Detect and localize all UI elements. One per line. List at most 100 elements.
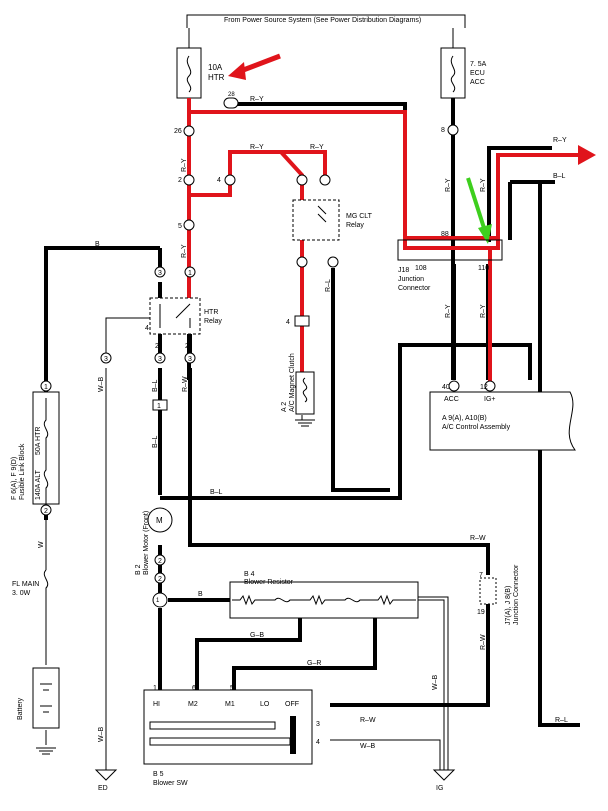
ground-ig-label: IG	[436, 785, 443, 792]
pin-2-label: 2	[178, 177, 182, 184]
pin-2c-label: 2	[185, 343, 189, 350]
power-source-label: From Power Source System (See Power Dist…	[224, 17, 421, 24]
wire-label: R–Y	[445, 178, 452, 192]
htr-relay-type: Relay	[204, 318, 222, 325]
wire-label: B–L	[152, 435, 159, 448]
blower-resistor: B 4 Blower Resistor	[229, 571, 419, 619]
resistor-id: B 4	[244, 571, 255, 578]
ground-ed-label: ED	[98, 785, 108, 792]
sw-m2-label: M2	[188, 701, 198, 708]
ecu-acc-fuse: 7. 5A ECU ACC	[440, 28, 487, 99]
fusible-link-50a: 50A HTR	[35, 427, 42, 455]
resistor-name: Blower Resistor	[244, 579, 294, 586]
sw-m1-label: M1	[225, 701, 235, 708]
j7-name: Junction Connector	[513, 564, 520, 625]
wire-label: R–W	[360, 717, 376, 724]
fl-main-label: FL MAIN	[12, 581, 39, 588]
wire-label: W–B	[360, 743, 376, 750]
j7-id: J7(A), J 8(B)	[505, 586, 512, 625]
black-wires	[44, 98, 580, 727]
pin-3c-label: 3	[188, 356, 192, 363]
connector-pins: 28 26 2 5 4 8 3 1 3 3 3 2 2 4 4 1 2 1	[40, 92, 489, 608]
blower-motor-id: B 2	[135, 564, 142, 575]
ac-control-assembly: 40 12 ACC IG+ A 9(A), A10(B) A/C Control…	[429, 380, 576, 451]
pin-4c-label: 4	[286, 319, 290, 326]
clutch-name: A/C Magnet Clutch	[289, 353, 296, 412]
blower-motor-name: Blower Motor (Front)	[143, 511, 150, 575]
wire-label: R–W	[480, 634, 487, 650]
red-arrow	[228, 53, 281, 80]
pin-2b-label: 2	[155, 343, 159, 350]
pin-2e-label: 2	[158, 576, 162, 583]
sw-off-label: OFF	[285, 701, 299, 708]
htr-fuse-rating: 10A	[208, 63, 223, 72]
pin-2f-label: 2	[158, 558, 162, 565]
wire-label: B–L	[553, 173, 566, 180]
battery-label: Battery	[17, 697, 24, 720]
pin-1e-label: 1	[156, 598, 160, 604]
pin-5b-label: 5	[230, 685, 234, 692]
mg-relay-name: MG CLT	[346, 213, 373, 220]
pin-4b-label: 4	[145, 325, 149, 332]
acc-pin-label: ACC	[444, 396, 459, 403]
wire-label: R–Y	[480, 178, 487, 192]
ac-magnet-clutch: A 2 A/C Magnet Clutch	[281, 353, 315, 427]
power-source-bracket: From Power Source System (See Power Dist…	[186, 14, 466, 28]
ac-control-name: A/C Control Assembly	[442, 424, 511, 431]
blower-motor: M B 2 Blower Motor (Front)	[135, 507, 173, 575]
fusible-link-140a: 140A ALT	[35, 469, 42, 500]
pin-8-label: 8	[441, 127, 445, 134]
htr-relay-name: HTR	[204, 309, 218, 316]
pin-2d-label: 2	[44, 508, 48, 515]
pin-88-label: 88	[441, 231, 449, 238]
wire-label: B–L	[210, 489, 223, 496]
ground-ig: IG	[432, 769, 456, 792]
wire-label: R–Y	[181, 244, 188, 258]
wire-label: B–L	[152, 379, 159, 392]
fl-main-rating: 3. 0W	[12, 590, 31, 597]
pin-5-label: 5	[178, 223, 182, 230]
fusible-link-id: F 6(A), F 9(D)	[11, 457, 18, 500]
j18-name: Junction	[398, 276, 424, 283]
thin-wires	[45, 317, 449, 770]
pin-1d-label: 1	[157, 403, 161, 410]
ground-ed: ED	[94, 769, 118, 792]
pin-7-label: 7	[479, 572, 483, 579]
wire-label: R–Y	[250, 144, 264, 151]
green-arrow	[466, 177, 492, 244]
pin-26-label: 26	[174, 128, 182, 135]
ac-control-id: A 9(A), A10(B)	[442, 415, 487, 422]
pin-6-label: 6	[192, 685, 196, 692]
junction-connector-j18: J18 Junction Connector	[397, 239, 503, 292]
wire-label: W–B	[432, 675, 439, 691]
mg-clt-relay: MG CLT Relay	[292, 199, 373, 241]
pin-108-label: 108	[415, 265, 427, 272]
clutch-id: A 2	[281, 402, 288, 412]
wire-label: R–Y	[445, 304, 452, 318]
pin-3a-label: 3	[158, 270, 162, 277]
htr-relay: HTR Relay	[149, 297, 222, 335]
wire-label: W	[38, 541, 45, 548]
pin-3d-label: 3	[104, 356, 108, 363]
ecu-fuse-name: ECU	[470, 70, 485, 77]
ig-pin-label: IG+	[484, 396, 495, 403]
pin-3b-label: 3	[158, 356, 162, 363]
wire-label: W–B	[98, 377, 105, 393]
pin-1c-label: 1	[44, 384, 48, 391]
wire-label: R–Y	[181, 158, 188, 172]
wire-color-labels: R–Y R–Y R–Y R–Y B–L B B B–L R–W G–B G–R …	[38, 96, 568, 750]
battery: Battery	[17, 667, 60, 755]
pin-4a-label: 4	[217, 177, 221, 184]
pin-4e-label: 4	[316, 739, 320, 746]
pin-40-label: 40	[442, 384, 450, 391]
pin-1a-label: 1	[188, 270, 192, 277]
wire-label: R–L	[325, 279, 332, 292]
blower-sw-name: Blower SW	[153, 780, 188, 787]
fl-main-fuse: FL MAIN 3. 0W	[12, 569, 49, 597]
pin-19-label: 19	[477, 609, 485, 616]
htr-fuse-name: HTR	[208, 73, 225, 82]
wire-label: B	[95, 241, 100, 248]
fusible-link-name: Fusible Link Block	[19, 443, 26, 500]
wire-label: G–B	[250, 632, 264, 639]
